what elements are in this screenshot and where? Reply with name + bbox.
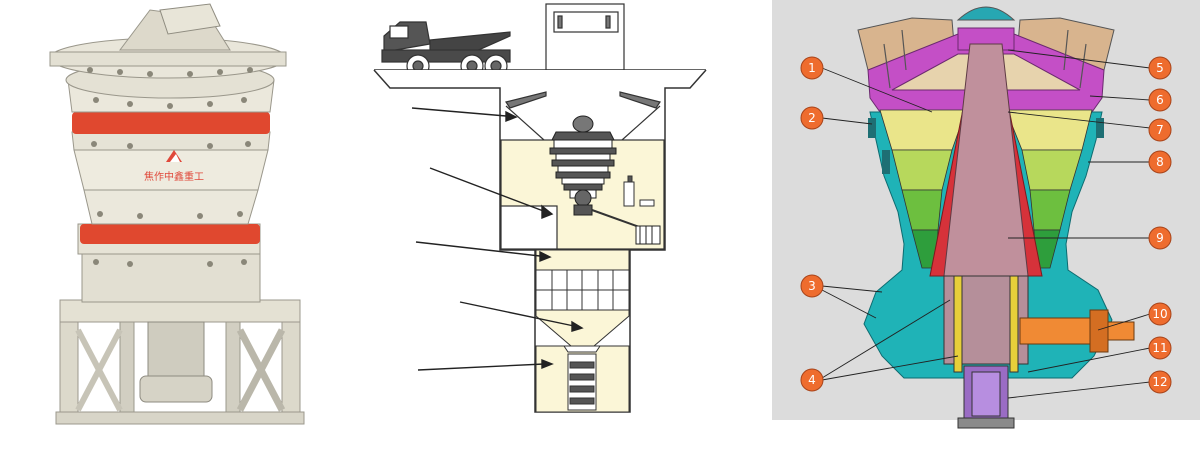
callout-3: 3 bbox=[800, 274, 824, 298]
screen-grid bbox=[535, 269, 630, 311]
svg-text:3: 3 bbox=[808, 279, 816, 293]
side-bolts bbox=[868, 118, 1104, 174]
brand-text: 焦作中鑫重工 bbox=[144, 170, 204, 183]
callout-1: 1 bbox=[800, 56, 824, 80]
svg-text:4: 4 bbox=[808, 373, 816, 387]
callout-5: 5 bbox=[1148, 56, 1172, 80]
svg-text:7: 7 bbox=[1156, 123, 1164, 137]
brand-logo: 焦作中鑫重工 bbox=[144, 150, 204, 183]
svg-text:8: 8 bbox=[1156, 155, 1164, 169]
crusher-base-frame bbox=[55, 299, 305, 425]
svg-text:6: 6 bbox=[1156, 93, 1164, 107]
callout-11: 11 bbox=[1148, 336, 1172, 360]
crusher-red-band-upper bbox=[72, 112, 270, 134]
crusher-cross-section: 1 2 3 4 5 6 7 8 bbox=[772, 0, 1200, 452]
svg-text:10: 10 bbox=[1152, 307, 1167, 321]
crusher-photo: 焦作中鑫重工 bbox=[0, 0, 340, 452]
receiving-hopper bbox=[505, 91, 661, 141]
cone-crusher-icon bbox=[549, 115, 661, 245]
leader-arrows bbox=[411, 107, 584, 371]
callout-2: 2 bbox=[800, 106, 824, 130]
countershaft-assembly bbox=[1019, 309, 1135, 353]
svg-text:12: 12 bbox=[1152, 375, 1167, 389]
crusher-red-band-lower bbox=[80, 224, 260, 244]
callout-12: 12 bbox=[1148, 370, 1172, 394]
concave-liners bbox=[879, 109, 1093, 269]
lower-assembly bbox=[943, 275, 1029, 429]
crusher-upper-body bbox=[49, 3, 287, 113]
plant-layout-diagram bbox=[360, 0, 720, 452]
svg-text:11: 11 bbox=[1152, 341, 1167, 355]
crusher-middle-body bbox=[71, 131, 271, 225]
svg-text:1: 1 bbox=[808, 61, 816, 75]
lower-bin bbox=[535, 309, 630, 413]
svg-text:2: 2 bbox=[808, 111, 816, 125]
callout-6: 6 bbox=[1148, 88, 1172, 112]
control-room-icon bbox=[545, 3, 625, 71]
callout-7: 7 bbox=[1148, 118, 1172, 142]
adjusting-springs bbox=[883, 29, 1087, 89]
lube-unit-icon bbox=[623, 175, 655, 207]
crusher-drive-motor bbox=[139, 321, 213, 403]
svg-text:5: 5 bbox=[1156, 61, 1164, 75]
crusher-bolts bbox=[87, 67, 253, 267]
callout-4: 4 bbox=[800, 368, 824, 392]
feed-floor bbox=[535, 249, 630, 271]
dump-truck-icon bbox=[381, 21, 511, 78]
callout-10: 10 bbox=[1148, 302, 1172, 326]
callout-leader-lines bbox=[821, 49, 1151, 399]
callout-9: 9 bbox=[1148, 226, 1172, 250]
svg-text:9: 9 bbox=[1156, 231, 1164, 245]
callout-8: 8 bbox=[1148, 150, 1172, 174]
